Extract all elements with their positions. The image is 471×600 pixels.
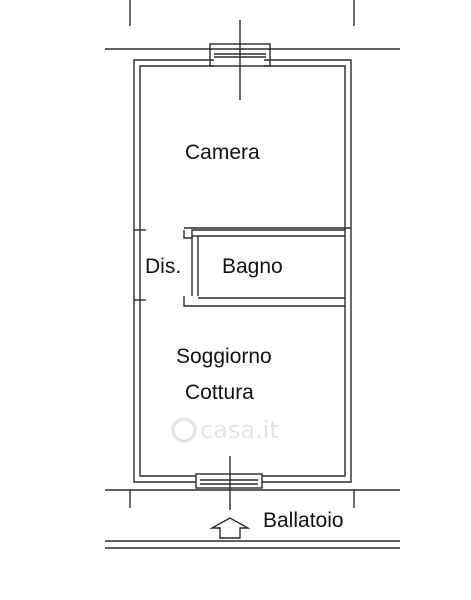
- grid-lines: [105, 0, 400, 508]
- room-label-dis: Dis.: [145, 255, 181, 278]
- outer-walls: [133, 59, 352, 483]
- room-label-soggiorno: Soggiorno: [176, 345, 272, 368]
- room-label-camera: Camera: [185, 141, 260, 164]
- room-label-bagno: Bagno: [222, 255, 283, 278]
- room-label-cottura: Cottura: [185, 381, 254, 404]
- exterior-label-ballatoio: Ballatoio: [263, 509, 344, 532]
- entry-arrow-icon: [209, 517, 251, 539]
- bathroom-walls: [183, 227, 351, 307]
- top-window: [209, 20, 271, 100]
- watermark: casa.it: [171, 416, 279, 444]
- ground-lines: [105, 540, 400, 549]
- entrance-door: [195, 456, 263, 510]
- watermark-text: casa.it: [200, 416, 279, 444]
